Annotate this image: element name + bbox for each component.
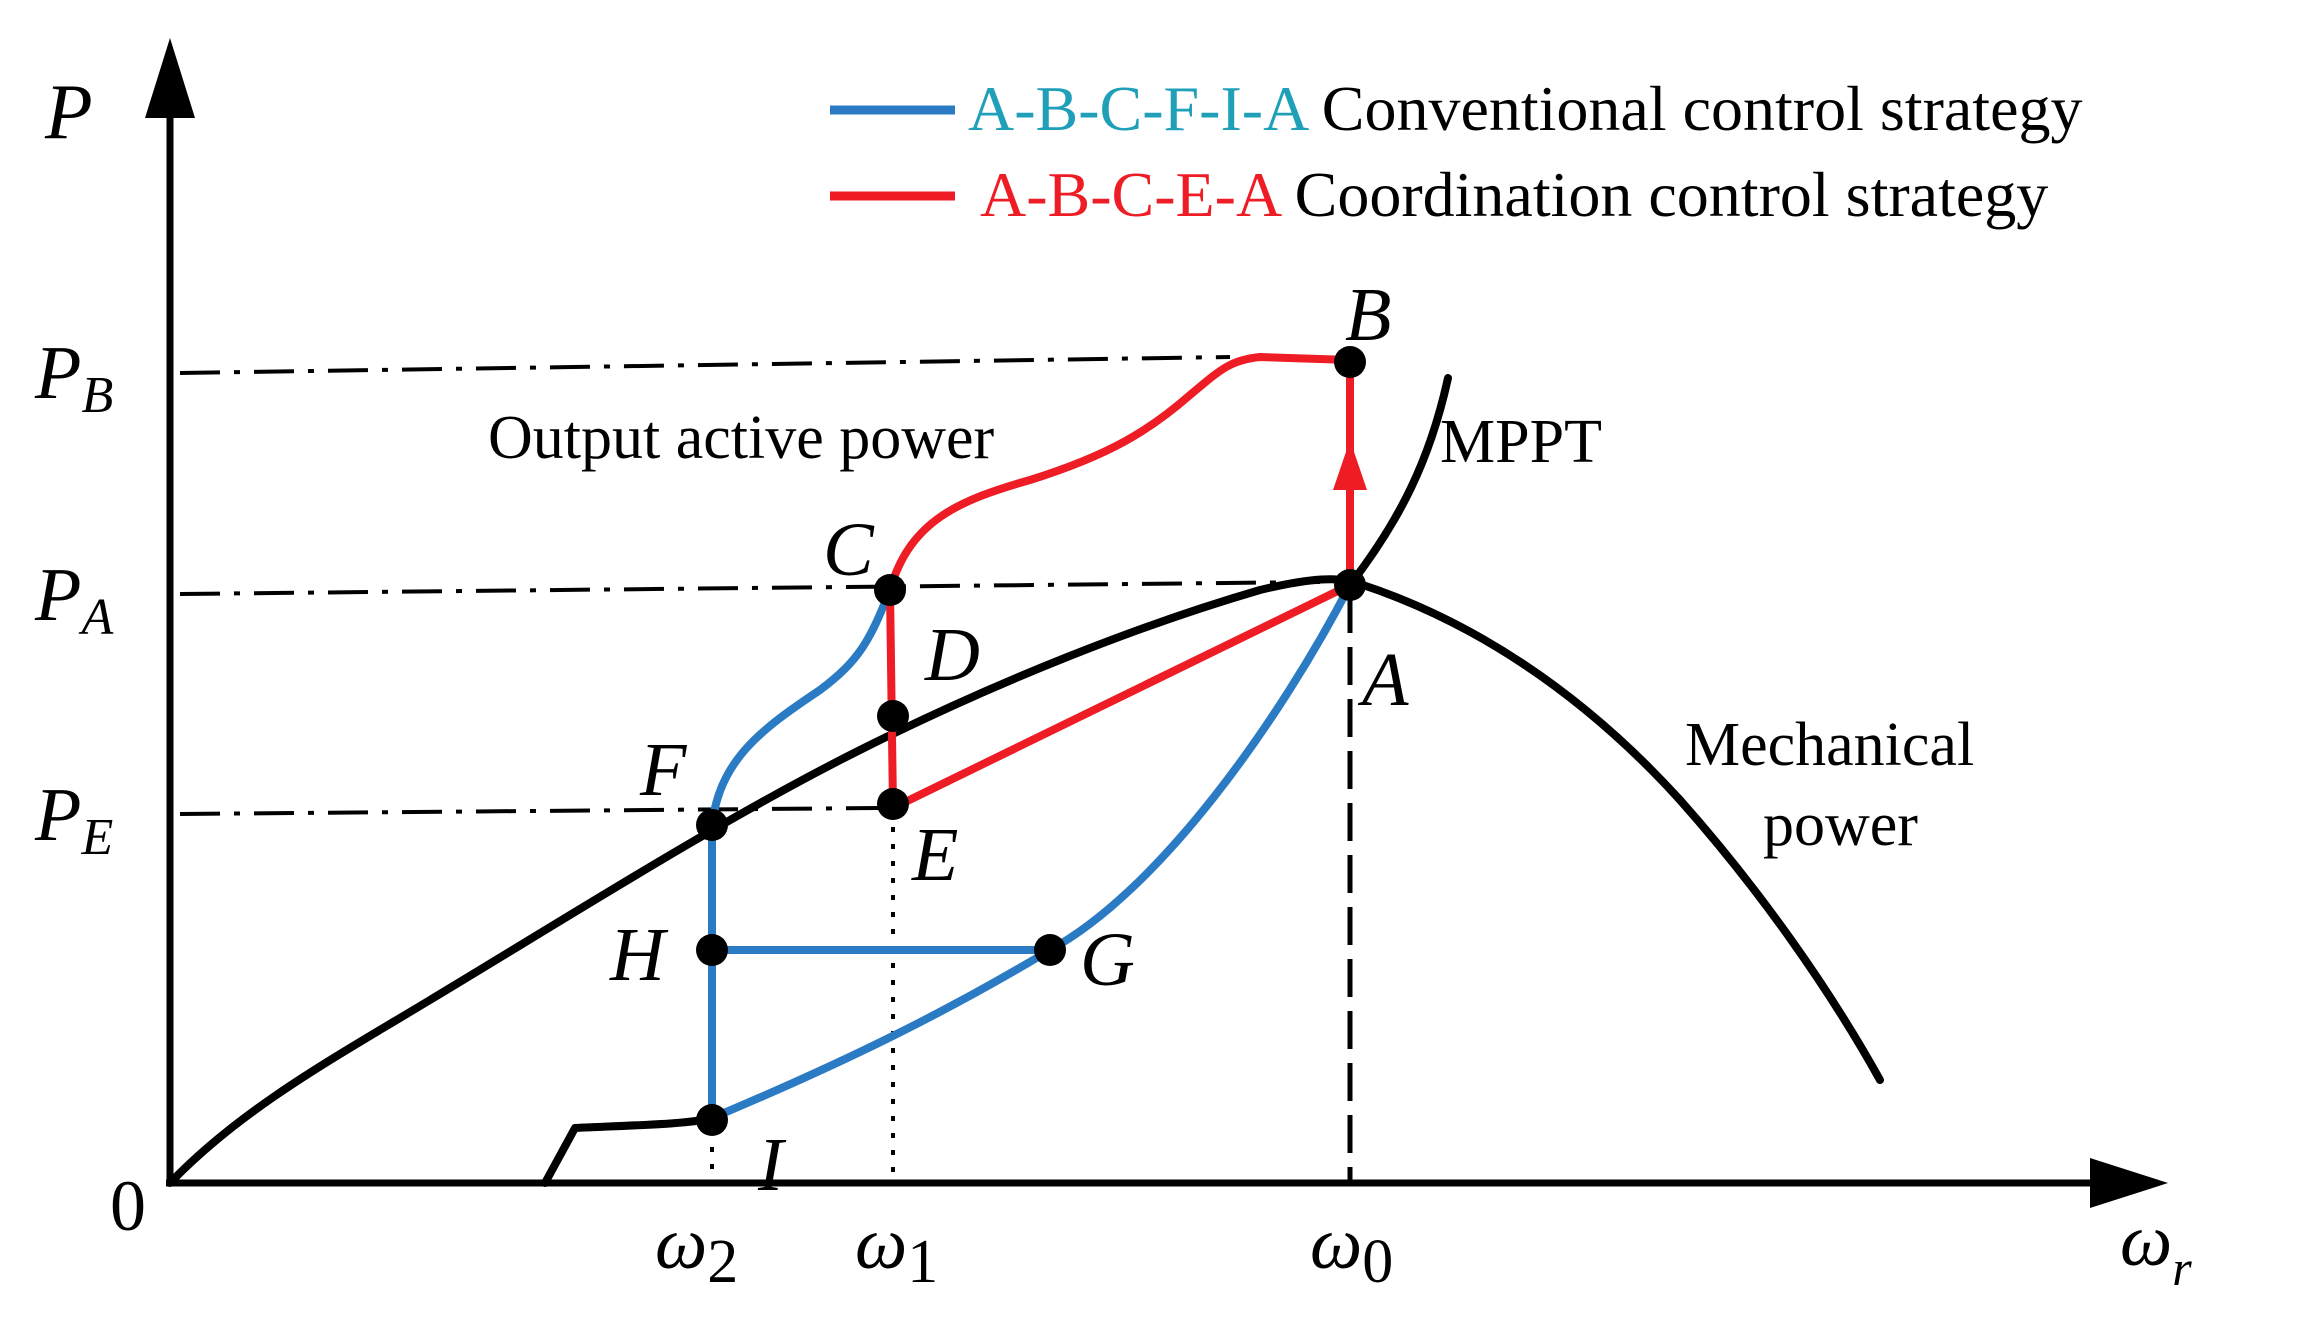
axes	[145, 38, 2168, 1208]
mechanical-power-curve	[166, 575, 1884, 1187]
low-speed-curve	[541, 1114, 716, 1187]
point-c	[874, 574, 906, 606]
points	[696, 346, 1366, 1136]
y-tick-pb: PB	[34, 331, 113, 424]
red-up-arrow	[1333, 440, 1367, 490]
y-axis-arrow	[145, 38, 195, 118]
point-i	[696, 1104, 728, 1136]
svg-text:ωr: ωr	[2120, 1200, 2192, 1296]
origin-label: 0	[110, 1166, 146, 1246]
pb-guide	[179, 355, 1231, 375]
label-i: I	[757, 1123, 787, 1207]
red-c-to-b	[886, 352, 1354, 594]
label-h: H	[609, 913, 669, 997]
point-e	[877, 788, 909, 820]
label-e: E	[911, 813, 958, 897]
y-tick-pa: PA	[34, 553, 113, 646]
blue-c-to-f	[708, 586, 894, 829]
x-axis-label-base: ω	[2120, 1200, 2172, 1282]
y-axis-label: P	[44, 68, 93, 155]
blue-a-to-i	[708, 581, 1354, 1122]
legend-conventional-path: A-B-C-F-I-A	[968, 73, 1309, 144]
conventional-strategy-path	[708, 581, 1354, 1122]
label-a: A	[1357, 638, 1409, 722]
output-power-label: Output active power	[488, 404, 995, 472]
mechanical-label-line2: power	[1763, 791, 1918, 859]
reference-lines	[179, 355, 1353, 1180]
x-tick-w2: ω2	[655, 1203, 738, 1296]
point-a	[1334, 569, 1366, 601]
x-axis-label: ωr	[2120, 1200, 2192, 1296]
label-b: B	[1345, 273, 1391, 357]
mppt-label: MPPT	[1440, 408, 1602, 476]
point-d	[877, 700, 909, 732]
point-b	[1334, 346, 1366, 378]
point-h	[696, 934, 728, 966]
point-f	[696, 809, 728, 841]
label-g: G	[1080, 918, 1135, 1002]
label-d: D	[924, 613, 980, 697]
x-tick-w1: ω1	[855, 1203, 938, 1296]
pa-guide	[179, 580, 1321, 596]
mechanical-label-line1: Mechanical	[1685, 711, 1974, 779]
label-c: C	[823, 508, 875, 592]
x-tick-w0: ω0	[1310, 1203, 1393, 1296]
legend-conventional-text: A-B-C-F-I-A Conventional control strateg…	[968, 73, 2082, 144]
legend-coordination-text: A-B-C-E-A Coordination control strategy	[980, 159, 2048, 230]
mppt-curve	[1346, 374, 1452, 589]
legend: A-B-C-F-I-A Conventional control strateg…	[830, 73, 2082, 230]
x-axis-arrow	[2090, 1158, 2168, 1208]
red-e-to-a	[889, 581, 1354, 812]
x-axis-label-sub: r	[2172, 1240, 2192, 1296]
y-tick-pe: PE	[34, 773, 113, 866]
point-g	[1034, 934, 1066, 966]
red-c-to-e	[886, 586, 897, 812]
legend-conventional-desc: Conventional control strategy	[1322, 73, 2083, 144]
pe-guide	[179, 806, 881, 816]
legend-coordination-desc: Coordination control strategy	[1295, 159, 2049, 230]
label-f: F	[639, 728, 688, 812]
legend-coordination-path: A-B-C-E-A	[980, 159, 1282, 230]
